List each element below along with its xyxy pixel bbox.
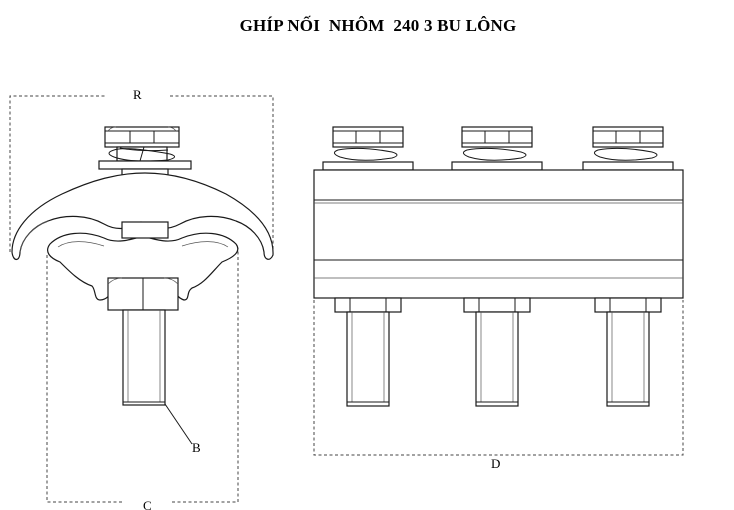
front-view: D xyxy=(313,126,684,471)
side-bolt-thread xyxy=(122,309,166,406)
side-upper-jaw xyxy=(11,172,274,261)
side-spring xyxy=(108,146,175,162)
front-bottom-bolt-1 xyxy=(334,297,402,407)
label-b: B xyxy=(192,440,201,455)
side-washer xyxy=(98,160,192,170)
front-top-assembly-3 xyxy=(582,126,674,181)
side-top-hex-nut xyxy=(104,126,180,148)
label-c: C xyxy=(143,498,152,510)
front-bottom-bolt-3 xyxy=(594,297,662,407)
side-bolt-mid xyxy=(121,221,169,239)
side-view: R C xyxy=(9,87,274,510)
leader-b xyxy=(164,403,193,445)
label-d: D xyxy=(491,456,500,471)
dimension-d-frame xyxy=(313,300,684,456)
side-bottom-hex-nut xyxy=(107,277,179,311)
label-r: R xyxy=(133,87,142,102)
front-clamp-body xyxy=(313,169,684,299)
diagram-title: GHÍP NỐI NHÔM 240 3 BU LÔNG xyxy=(239,16,517,35)
dimension-c-frame xyxy=(46,248,239,503)
dimension-r-frame xyxy=(9,95,274,252)
front-bottom-bolt-2 xyxy=(463,297,531,407)
